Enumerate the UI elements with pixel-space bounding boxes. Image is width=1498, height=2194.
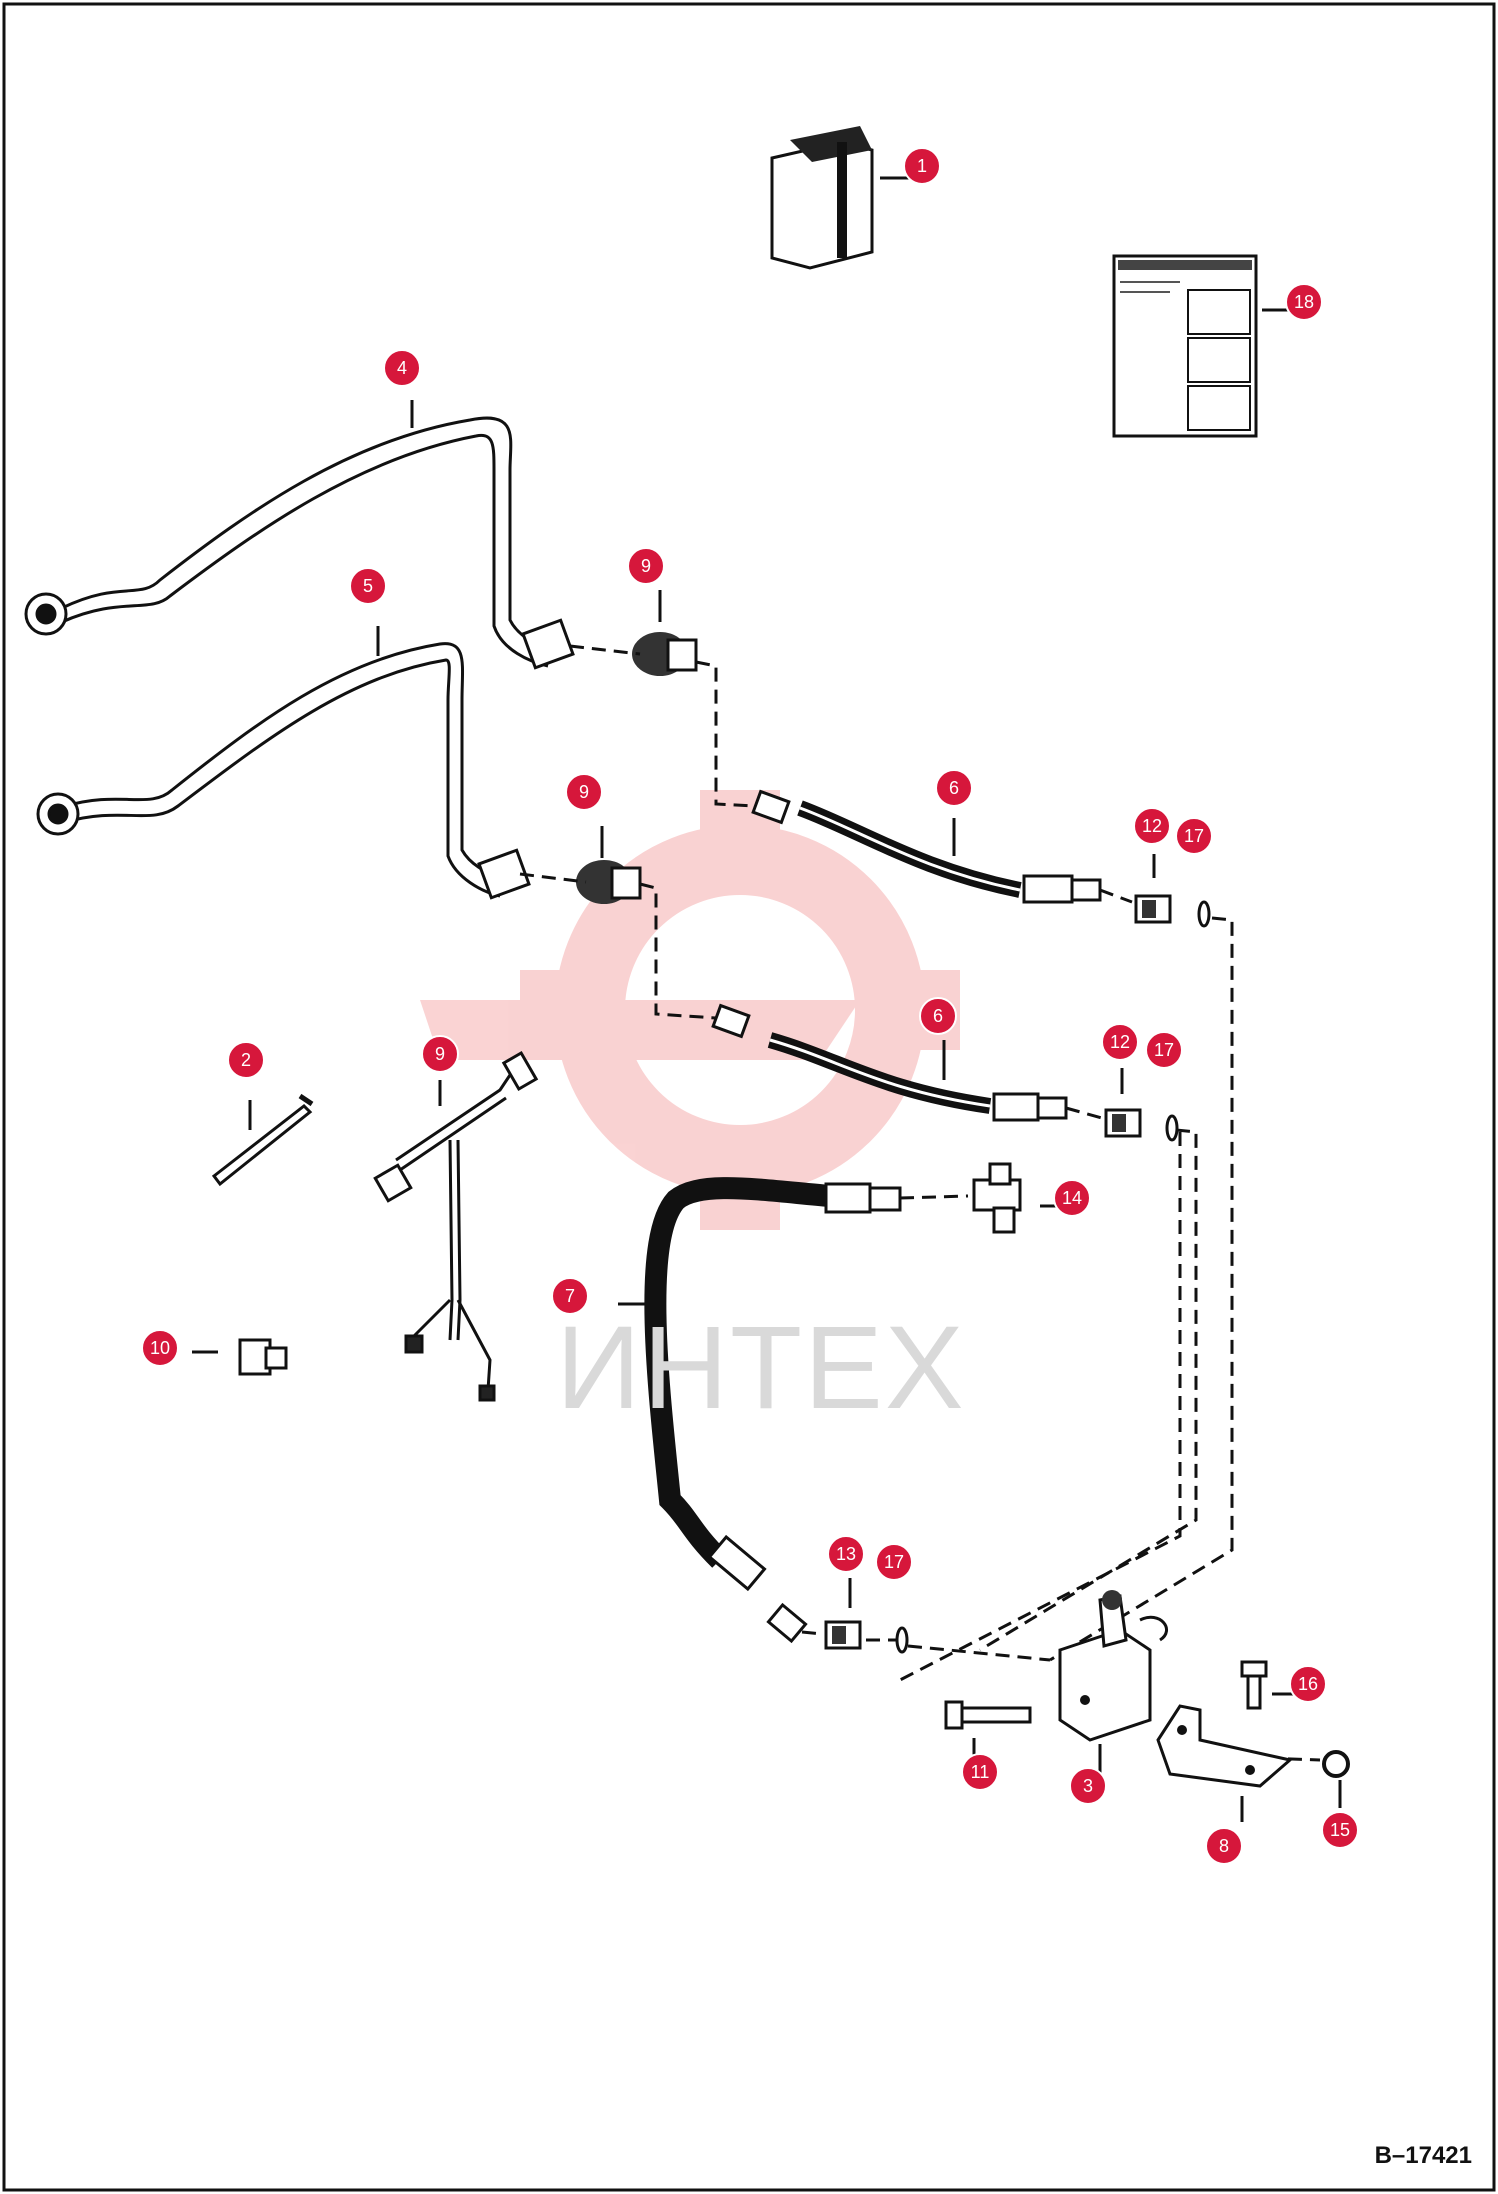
callout-12b: 12 [1101, 1023, 1139, 1061]
callout-13: 11 [961, 1753, 999, 1791]
svg-text:1: 1 [917, 156, 927, 176]
callout-8: 8 [1205, 1827, 1243, 1865]
part-bolt-13 [944, 1700, 1032, 1730]
svg-text:12: 12 [1110, 1032, 1130, 1052]
part-harness-11 [373, 1050, 539, 1402]
svg-text:13: 13 [836, 1544, 856, 1564]
svg-text:9: 9 [435, 1044, 445, 1064]
callout-1: 1 [903, 147, 941, 185]
part-fitting-10 [238, 1338, 288, 1376]
callout-18: 18 [1285, 283, 1323, 321]
part-decal-18 [1112, 254, 1258, 438]
callout-9a: 9 [627, 547, 665, 585]
part-fitting-9a [632, 632, 698, 676]
svg-text:4: 4 [397, 358, 407, 378]
part-oring-17a [1197, 900, 1211, 928]
callout-12c: 13 [827, 1535, 865, 1573]
part-tube-4 [24, 416, 575, 670]
svg-text:6: 6 [949, 778, 959, 798]
part-tie-2 [211, 1093, 314, 1187]
svg-text:2: 2 [241, 1050, 251, 1070]
callout-9b: 9 [565, 773, 603, 811]
callout-12a: 12 [1133, 807, 1171, 845]
callout-3: 3 [1069, 1767, 1107, 1805]
watermark-text: ИНТЕХ [556, 1302, 966, 1434]
part-oring-17c [895, 1626, 909, 1654]
part-hose-6a [751, 789, 1102, 904]
callout-17a: 17 [1175, 817, 1213, 855]
svg-text:17: 17 [884, 1552, 904, 1572]
callout-2: 2 [227, 1041, 265, 1079]
callout-4: 4 [383, 349, 421, 387]
watermark-logo [420, 790, 960, 1230]
part-fitting-12c [824, 1620, 862, 1650]
svg-text:17: 17 [1184, 826, 1204, 846]
svg-text:5: 5 [363, 576, 373, 596]
part-valve-3 [1058, 1590, 1168, 1742]
part-bracket-8 [1156, 1704, 1294, 1788]
callout-7: 7 [551, 1277, 589, 1315]
svg-text:3: 3 [1083, 1776, 1093, 1796]
part-fitting-12b [1104, 1108, 1142, 1138]
svg-text:17: 17 [1154, 1040, 1174, 1060]
callout-10: 10 [141, 1329, 179, 1367]
part-fitting-9b [576, 860, 642, 904]
callout-11: 9 [421, 1035, 459, 1073]
callout-6b: 6 [919, 997, 957, 1035]
svg-text:14: 14 [1062, 1188, 1082, 1208]
part-box-1 [770, 126, 874, 270]
svg-text:9: 9 [579, 782, 589, 802]
svg-text:15: 15 [1330, 1820, 1350, 1840]
part-hose-7 [644, 1177, 902, 1644]
leader-lines [192, 176, 1342, 1822]
svg-text:16: 16 [1298, 1674, 1318, 1694]
callout-15: 15 [1321, 1811, 1359, 1849]
part-bolt-16 [1240, 1660, 1268, 1710]
callout-17c: 17 [875, 1543, 913, 1581]
callout-16: 16 [1289, 1665, 1327, 1703]
reference-code: B–17421 [1374, 2142, 1472, 2169]
svg-text:9: 9 [641, 556, 651, 576]
callout-14: 14 [1053, 1179, 1091, 1217]
part-oring-17b [1165, 1114, 1179, 1142]
svg-text:12: 12 [1142, 816, 1162, 836]
part-tee-14 [972, 1162, 1022, 1234]
svg-text:18: 18 [1294, 292, 1314, 312]
svg-text:7: 7 [565, 1286, 575, 1306]
part-tube-5 [36, 642, 531, 900]
svg-text:10: 10 [150, 1338, 170, 1358]
part-hose-6b [711, 1003, 1068, 1122]
svg-text:11: 11 [971, 1762, 990, 1782]
callout-6a: 6 [935, 769, 973, 807]
svg-text:6: 6 [933, 1006, 943, 1026]
callout-17b: 17 [1145, 1031, 1183, 1069]
svg-text:8: 8 [1219, 1836, 1229, 1856]
assembly-dashed-lines [519, 644, 1321, 1762]
callout-5: 5 [349, 567, 387, 605]
part-nut-15 [1322, 1750, 1350, 1778]
part-fitting-12a [1134, 894, 1172, 924]
